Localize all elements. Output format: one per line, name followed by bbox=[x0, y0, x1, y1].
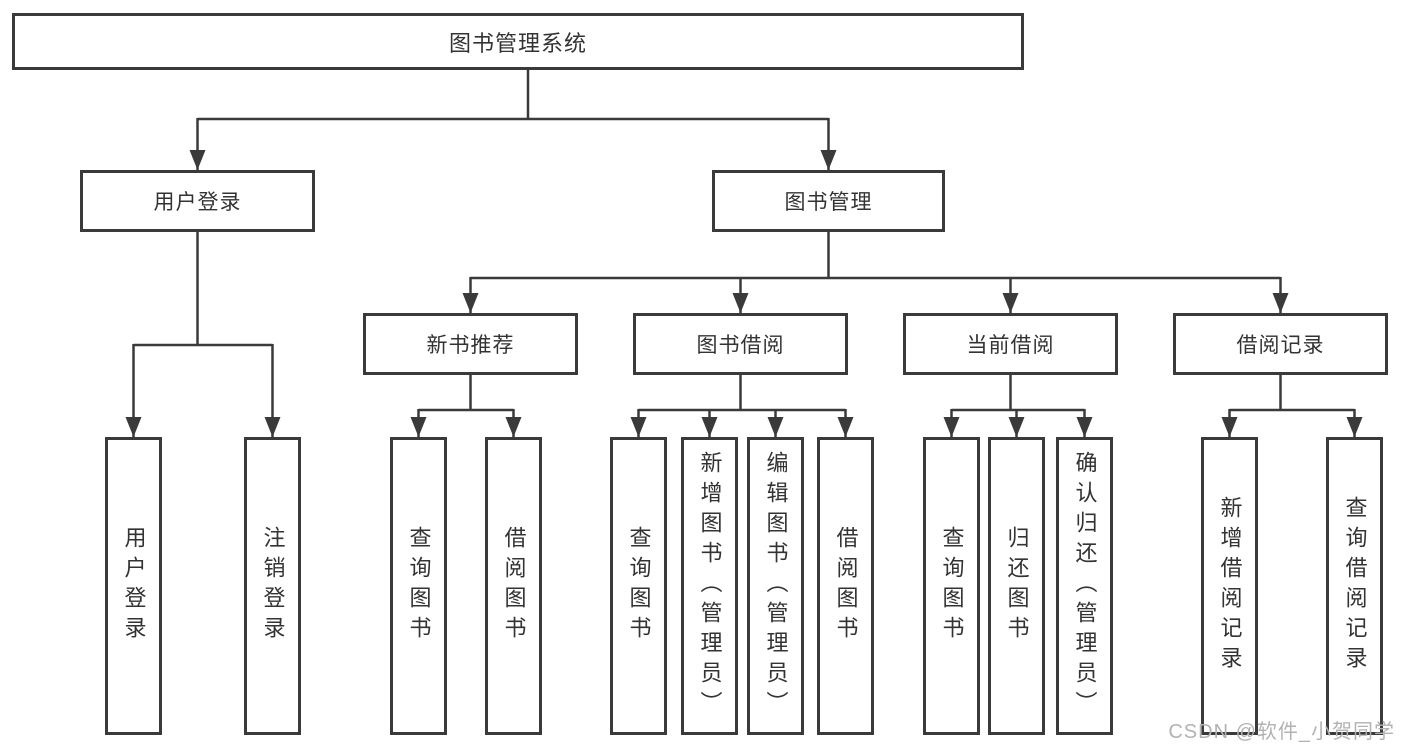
node-new-book-recommend: 新书推荐 bbox=[363, 313, 578, 375]
leaf-label: 查询图书 bbox=[406, 526, 432, 646]
leaf-current-return-books: 归还图书 bbox=[988, 437, 1045, 735]
leaf-borrowing-edit-books-admin: 编辑图书（管理员） bbox=[747, 437, 804, 735]
node-current-borrowing: 当前借阅 bbox=[903, 313, 1118, 375]
leaf-label: 借阅图书 bbox=[833, 526, 859, 646]
leaf-label: 查询图书 bbox=[626, 526, 652, 646]
leaf-logout: 注销登录 bbox=[244, 437, 301, 735]
leaf-records-add-record: 新增借阅记录 bbox=[1201, 437, 1258, 735]
leaf-label: 编辑图书（管理员） bbox=[763, 451, 789, 721]
leaf-label: 归还图书 bbox=[1004, 526, 1030, 646]
node-current-borrowing-label: 当前借阅 bbox=[966, 334, 1055, 357]
root-node-label: 图书管理系统 bbox=[448, 30, 587, 56]
connector-current-leaves bbox=[943, 375, 1093, 437]
node-book-borrowing-label: 图书借阅 bbox=[696, 334, 785, 357]
leaf-borrowing-borrow-books: 借阅图书 bbox=[817, 437, 874, 735]
leaf-borrowing-query-books: 查询图书 bbox=[610, 437, 667, 735]
leaf-newbooks-query-books: 查询图书 bbox=[390, 437, 447, 735]
leaf-label: 用户登录 bbox=[121, 526, 147, 646]
node-borrowing-records: 借阅记录 bbox=[1173, 313, 1388, 375]
node-book-borrowing: 图书借阅 bbox=[633, 313, 848, 375]
leaf-newbooks-borrow-books: 借阅图书 bbox=[485, 437, 542, 735]
leaf-current-confirm-return-admin: 确认归还（管理员） bbox=[1056, 437, 1113, 735]
node-book-management-label: 图书管理 bbox=[784, 191, 873, 214]
leaf-current-query-books: 查询图书 bbox=[923, 437, 980, 735]
leaf-label: 查询图书 bbox=[939, 526, 965, 646]
node-new-book-recommend-label: 新书推荐 bbox=[426, 334, 515, 357]
leaf-records-query-record: 查询借阅记录 bbox=[1326, 437, 1383, 735]
connector-management-to-level3 bbox=[462, 232, 1289, 313]
node-user-login-label: 用户登录 bbox=[153, 191, 242, 214]
node-book-management: 图书管理 bbox=[712, 170, 945, 232]
leaf-label: 注销登录 bbox=[260, 526, 286, 646]
connector-user-login-leaves bbox=[125, 232, 281, 437]
leaf-label: 新增借阅记录 bbox=[1217, 496, 1243, 676]
leaf-borrowing-add-books-admin: 新增图书（管理员） bbox=[681, 437, 738, 735]
leaf-label: 借阅图书 bbox=[501, 526, 527, 646]
connector-root-to-level2 bbox=[189, 70, 837, 170]
leaf-user-login: 用户登录 bbox=[105, 437, 162, 735]
csdn-watermark: CSDN @软件_小贺同学 bbox=[1168, 721, 1395, 743]
connector-borrowing-leaves bbox=[630, 375, 854, 437]
node-borrowing-records-label: 借阅记录 bbox=[1236, 334, 1325, 357]
root-node-library-system: 图书管理系统 bbox=[12, 13, 1024, 70]
leaf-label: 新增图书（管理员） bbox=[697, 451, 723, 721]
node-user-login: 用户登录 bbox=[80, 170, 315, 232]
leaf-label: 查询借阅记录 bbox=[1342, 496, 1368, 676]
connector-records-leaves bbox=[1221, 375, 1363, 437]
leaf-label: 确认归还（管理员） bbox=[1072, 451, 1098, 721]
connector-new-books-leaves bbox=[410, 375, 522, 437]
